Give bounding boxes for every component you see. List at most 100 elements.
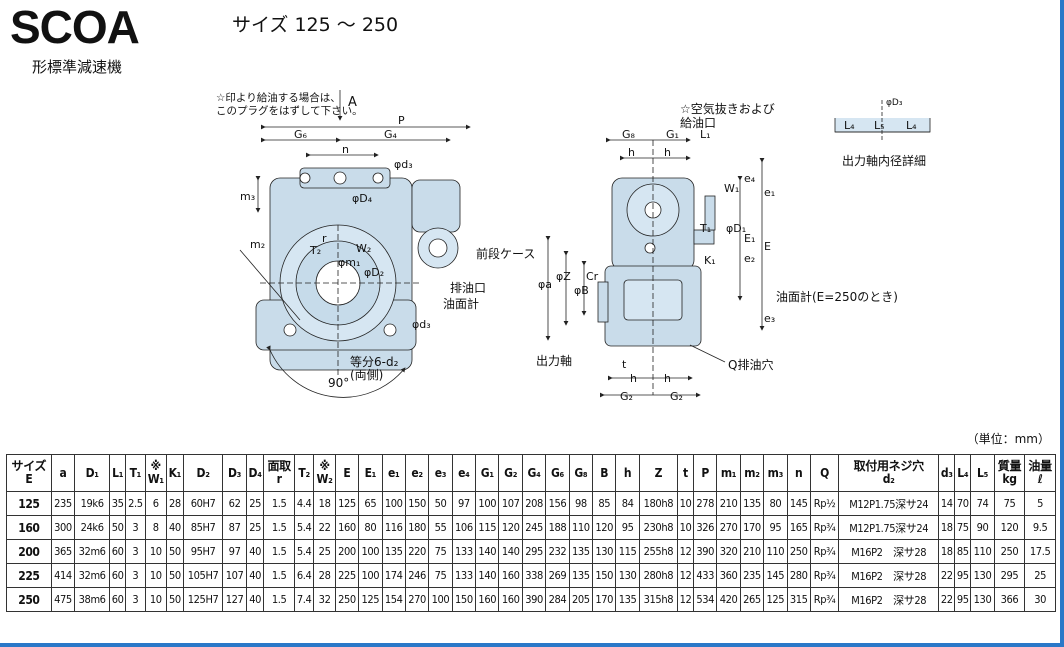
table-cell: 270 bbox=[404, 587, 430, 612]
table-cell: 115 bbox=[475, 515, 500, 540]
column-header: e₁ bbox=[381, 454, 406, 492]
left-view bbox=[255, 167, 461, 371]
table-cell: 232 bbox=[545, 539, 570, 564]
table-cell: 265 bbox=[739, 587, 765, 612]
table-cell: 100 bbox=[428, 587, 453, 612]
dim-l1: L₁ bbox=[700, 128, 711, 141]
table-cell: 75 bbox=[954, 515, 972, 540]
table-cell: 315 bbox=[786, 587, 811, 612]
dim-d3-top: φd₃ bbox=[394, 158, 413, 171]
table-cell: 3 bbox=[125, 539, 146, 564]
column-header: h bbox=[615, 454, 640, 492]
table-cell: 130 bbox=[970, 563, 995, 588]
oil-plug-note-line1: ☆印より給油する場合は、 bbox=[216, 92, 341, 104]
column-header: K₁ bbox=[165, 454, 184, 492]
table-cell: 160 bbox=[475, 587, 500, 612]
column-header: P bbox=[692, 454, 718, 492]
table-cell: 10 bbox=[144, 587, 167, 612]
table-cell: 12 bbox=[676, 539, 694, 564]
table-cell: 28 bbox=[313, 563, 336, 588]
table-cell: 125 bbox=[763, 587, 788, 612]
table-cell: 50 bbox=[428, 491, 453, 516]
column-header: e₂ bbox=[404, 454, 430, 492]
table-cell: 150 bbox=[592, 563, 617, 588]
table-cell: 295 bbox=[993, 563, 1026, 588]
dim-d2: φD₂ bbox=[364, 266, 385, 279]
table-cell: 180h8 bbox=[638, 491, 678, 516]
dim-a: φa bbox=[538, 278, 552, 291]
table-cell: 25 bbox=[245, 491, 265, 516]
table-cell: 60 bbox=[109, 587, 127, 612]
arrow-a-label: A bbox=[348, 95, 357, 110]
table-cell: 110 bbox=[568, 515, 594, 540]
table-cell: 14 bbox=[938, 491, 956, 516]
table-cell: 80 bbox=[763, 491, 788, 516]
table-cell: 100 bbox=[381, 491, 406, 516]
column-header: m₂ bbox=[739, 454, 765, 492]
detail-l4-left: L₄ bbox=[844, 119, 855, 132]
dim-m2: m₂ bbox=[250, 238, 266, 251]
table-cell: 62 bbox=[222, 491, 247, 516]
dim-d4: φD₄ bbox=[352, 192, 373, 205]
column-header: t bbox=[676, 454, 694, 492]
table-cell: 115 bbox=[615, 539, 640, 564]
size-cell: 125 bbox=[6, 491, 52, 516]
angle-label: 90° bbox=[328, 376, 350, 390]
table-cell: 6.4 bbox=[293, 563, 315, 588]
column-header: B bbox=[592, 454, 617, 492]
table-cell: 3 bbox=[125, 563, 146, 588]
table-cell: 154 bbox=[381, 587, 406, 612]
dim-d3-bottom: φd₃ bbox=[412, 318, 431, 331]
table-cell: 50 bbox=[109, 515, 127, 540]
table-cell: 220 bbox=[404, 539, 430, 564]
table-cell: 110 bbox=[970, 539, 995, 564]
table-cell: 22 bbox=[938, 563, 956, 588]
dim-t2: T₂ bbox=[310, 244, 322, 257]
dim-e: E bbox=[764, 240, 771, 253]
table-cell: 475 bbox=[50, 587, 76, 612]
table-cell: 70 bbox=[954, 491, 972, 516]
oil-gauge-label: 油面計 bbox=[443, 297, 480, 311]
dim-r: r bbox=[322, 232, 327, 245]
table-cell: 280h8 bbox=[638, 563, 678, 588]
size-cell: 160 bbox=[6, 515, 52, 540]
table-cell: 230h8 bbox=[638, 515, 678, 540]
column-header: G₈ bbox=[568, 454, 594, 492]
oil-plug-note-line2: このプラグをはずして下さい。 bbox=[216, 105, 363, 117]
table-cell: 80 bbox=[358, 515, 383, 540]
dim-g2-left: G₂ bbox=[620, 390, 633, 403]
table-cell: 10 bbox=[144, 539, 167, 564]
column-header: 面取 r bbox=[263, 454, 295, 492]
column-header: L₅ bbox=[970, 454, 995, 492]
table-cell: 1.5 bbox=[263, 515, 295, 540]
table-cell: 210 bbox=[739, 539, 765, 564]
table-cell: Rp¾ bbox=[809, 515, 840, 540]
table-cell: 10 bbox=[676, 515, 694, 540]
table-cell: 75 bbox=[993, 491, 1026, 516]
table-cell: 50 bbox=[165, 539, 184, 564]
table-cell: 140 bbox=[475, 563, 500, 588]
table-cell: 245 bbox=[521, 515, 547, 540]
table-cell: 120 bbox=[498, 515, 523, 540]
table-cell: 5 bbox=[1024, 491, 1056, 516]
column-header: サイズ E bbox=[6, 454, 52, 492]
table-cell: 135 bbox=[568, 539, 594, 564]
table-cell: 110 bbox=[763, 539, 788, 564]
table-cell: 280 bbox=[786, 563, 811, 588]
table-cell: 315h8 bbox=[638, 587, 678, 612]
table-cell: 75 bbox=[428, 563, 453, 588]
table-cell: 40 bbox=[165, 515, 184, 540]
detail-l5: L₅ bbox=[874, 119, 885, 132]
dim-w2: W₂ bbox=[356, 242, 372, 255]
table-cell: 250 bbox=[993, 539, 1026, 564]
column-header: L₁ bbox=[109, 454, 127, 492]
table-cell: 165 bbox=[786, 515, 811, 540]
dim-t: t bbox=[622, 358, 627, 371]
table-cell: 278 bbox=[692, 491, 718, 516]
column-header: m₁ bbox=[716, 454, 741, 492]
table-cell: 10 bbox=[676, 491, 694, 516]
